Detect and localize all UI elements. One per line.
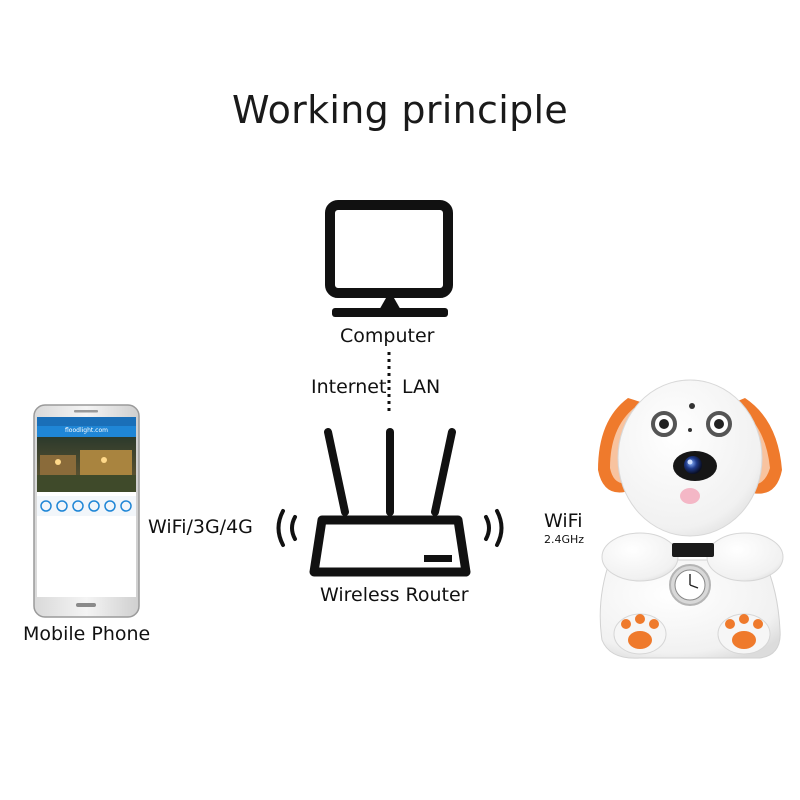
camera-link-label: WiFi	[544, 510, 583, 532]
router-label: Wireless Router	[320, 584, 469, 606]
camera-band-label: 2.4GHz	[544, 533, 585, 546]
lan-label: LAN	[402, 376, 441, 398]
phone-app-title: floodlight.com	[65, 427, 108, 434]
computer-label: Computer	[340, 325, 435, 347]
internet-label: Internet	[311, 376, 387, 398]
phone-label: Mobile Phone	[23, 623, 151, 645]
diagram-title: Working principle	[231, 88, 569, 132]
phone-link-label: WiFi/3G/4G	[148, 516, 253, 538]
